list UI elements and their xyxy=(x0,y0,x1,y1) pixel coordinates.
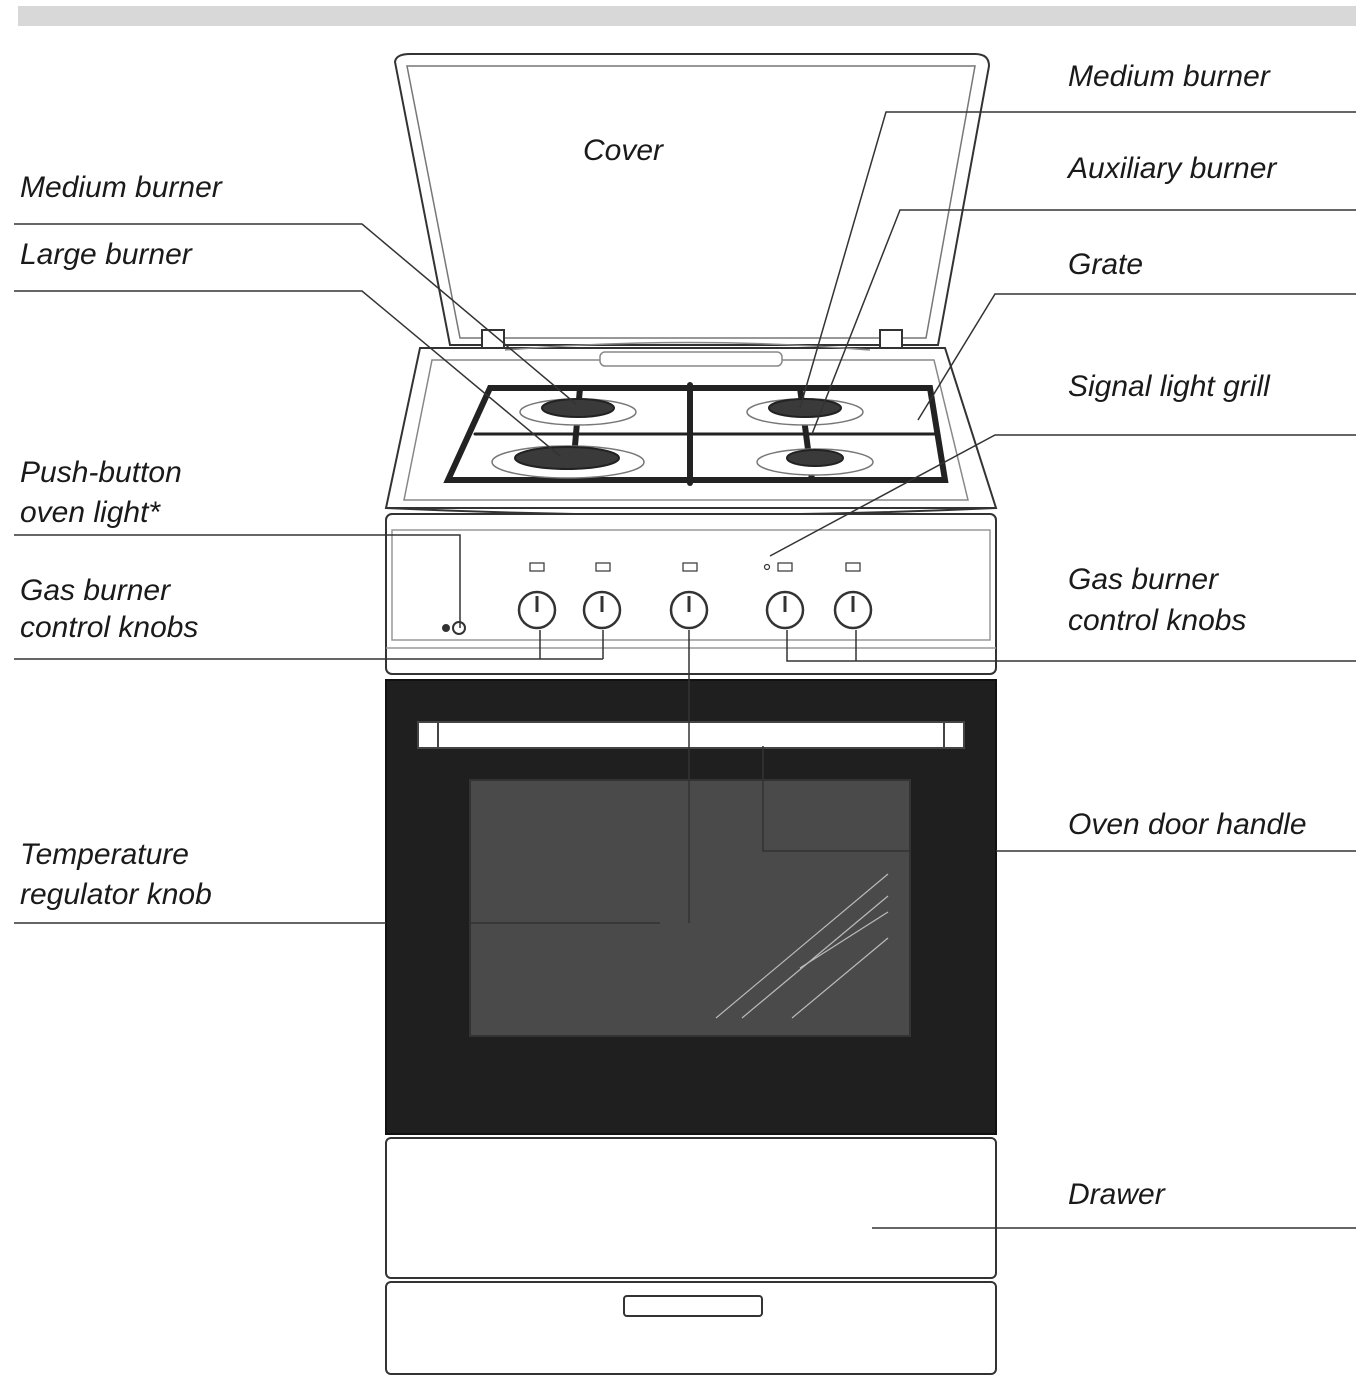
knob-4[interactable] xyxy=(833,590,873,630)
label-medium-burner-left: Medium burner xyxy=(20,171,223,204)
leader-lines xyxy=(14,111,1356,1229)
knob-2[interactable] xyxy=(582,590,622,630)
label-drawer: Drawer xyxy=(1068,1178,1166,1211)
knob-3[interactable] xyxy=(765,590,805,630)
drawer[interactable] xyxy=(385,1137,997,1375)
label-oven-door-handle: Oven door handle xyxy=(1068,808,1307,841)
labels: Cover Medium burner Large burner Push-bu… xyxy=(20,60,1307,1211)
label-cover: Cover xyxy=(583,134,664,167)
push-button-oven-light[interactable] xyxy=(452,621,466,635)
temperature-knob[interactable] xyxy=(669,590,709,630)
oven-window xyxy=(469,779,911,1037)
label-gas-knobs-right-line1: Gas burner xyxy=(1068,563,1219,596)
cover xyxy=(393,53,991,361)
control-panel xyxy=(385,513,997,675)
label-gas-knobs-right-line2: control knobs xyxy=(1068,604,1246,637)
label-gas-knobs-left-line2: control knobs xyxy=(20,611,198,644)
oven-door xyxy=(385,679,997,1135)
label-auxiliary-burner: Auxiliary burner xyxy=(1066,152,1277,185)
burners xyxy=(491,398,874,479)
header-bar xyxy=(18,6,1356,26)
label-large-burner: Large burner xyxy=(20,238,193,271)
label-signal-light-grill: Signal light grill xyxy=(1068,370,1271,403)
knob-1[interactable] xyxy=(517,590,557,630)
label-temp-knob-line2: regulator knob xyxy=(20,878,212,911)
label-grate: Grate xyxy=(1068,248,1143,281)
label-gas-knobs-left-line1: Gas burner xyxy=(20,574,171,607)
label-push-button-line1: Push-button xyxy=(20,456,182,489)
oven-door-handle[interactable] xyxy=(417,721,965,749)
label-push-button-line2: oven light* xyxy=(20,496,161,529)
label-medium-burner-right: Medium burner xyxy=(1068,60,1271,93)
cooker xyxy=(384,53,998,1375)
label-temp-knob-line1: Temperature xyxy=(20,838,189,871)
